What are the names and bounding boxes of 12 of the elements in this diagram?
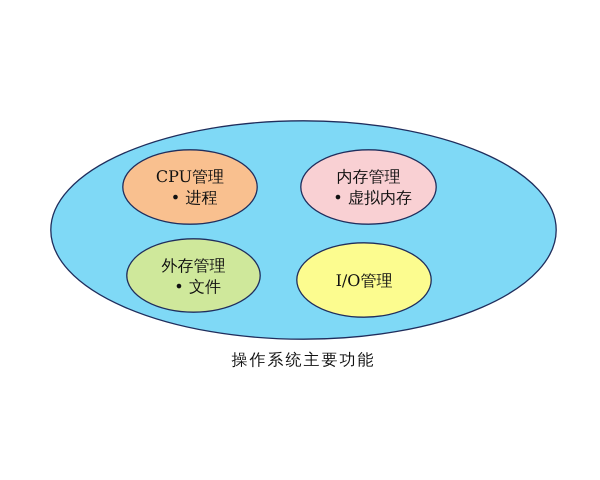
- bullet-item: • 进程: [170, 187, 218, 208]
- bullet-item: • 文件: [174, 276, 221, 296]
- caption-text: 操作系统主要功能: [232, 350, 376, 369]
- ellipse-title: CPU管理: [156, 166, 224, 187]
- function-ellipse: [296, 242, 432, 318]
- ellipse-title: 外存管理: [162, 254, 226, 276]
- function-ellipse: [126, 238, 261, 313]
- ellipse-title: I/O管理: [336, 270, 392, 290]
- function-ellipse: [122, 149, 258, 225]
- ellipse-title: 内存管理: [336, 166, 400, 187]
- bullet-item: • 虚拟内存: [333, 187, 412, 208]
- function-ellipse: [300, 149, 437, 225]
